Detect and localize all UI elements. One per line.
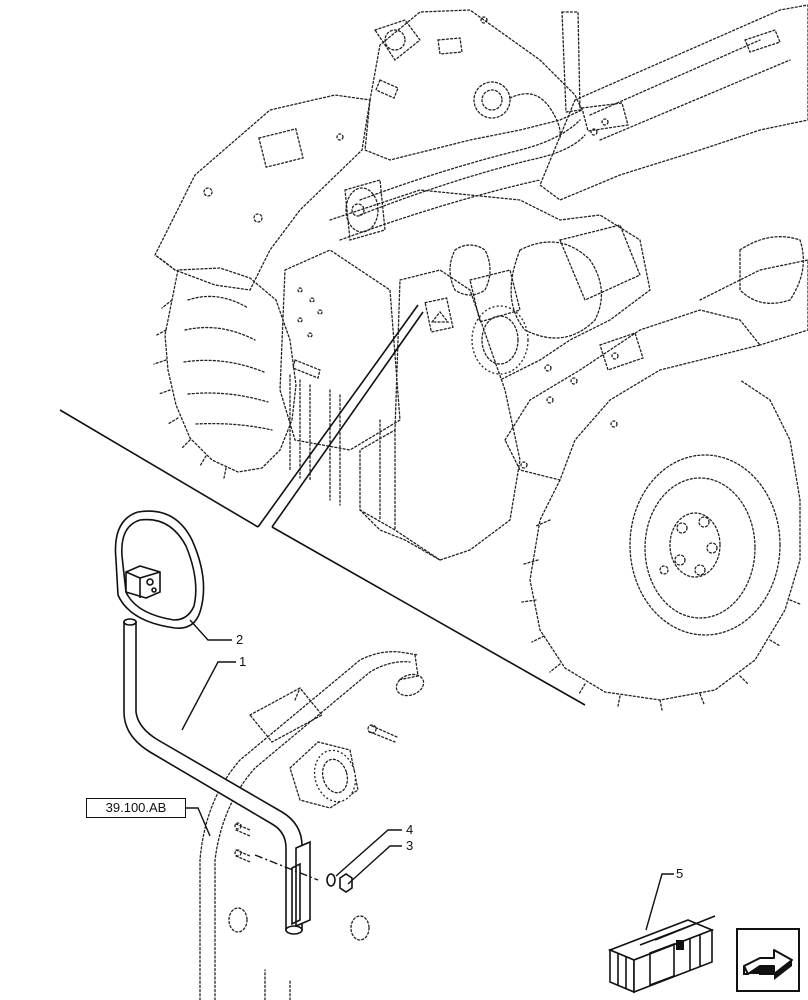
detail-zoom-lines <box>59 304 586 706</box>
callout-4: 4 <box>406 822 413 837</box>
callout-2: 2 <box>236 632 243 647</box>
callout-3: 3 <box>406 838 413 853</box>
callout-1: 1 <box>239 654 246 669</box>
machine-illustration <box>153 4 808 711</box>
arrow-right-icon <box>743 949 793 980</box>
mirror-part[interactable] <box>114 510 205 629</box>
chassis-detail <box>199 651 425 1000</box>
mirror-arm-part[interactable] <box>123 618 311 935</box>
washer-part <box>326 873 336 887</box>
callout-leaders <box>181 619 674 931</box>
kit-box-part[interactable] <box>607 915 716 994</box>
nut-part <box>339 873 353 893</box>
reference-link-box[interactable]: 39.100.AB <box>86 798 186 818</box>
next-page-button[interactable] <box>736 928 800 992</box>
callout-5: 5 <box>676 866 683 881</box>
fastener-parts[interactable] <box>254 854 353 893</box>
